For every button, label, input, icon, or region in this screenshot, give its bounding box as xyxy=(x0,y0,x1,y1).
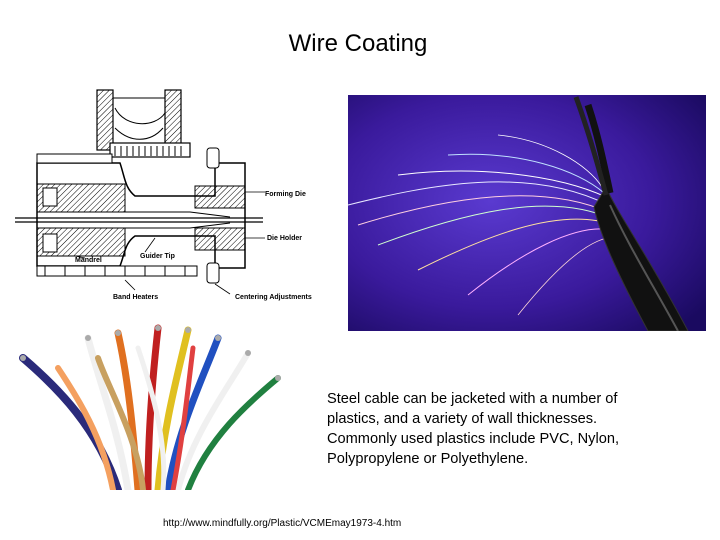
colored-wires-photo xyxy=(18,318,323,490)
source-link[interactable]: http://www.mindfully.org/Plastic/VCMEmay… xyxy=(163,518,402,529)
label-band-heaters: Band Heaters xyxy=(113,294,158,301)
label-centering-adjustments: Centering Adjustments xyxy=(235,294,312,301)
fiber-cable-photo xyxy=(348,95,706,331)
wire-coating-die-diagram: Forming Die Die Holder Mandrel Guider Ti… xyxy=(15,88,335,313)
label-mandrel: Mandrel xyxy=(75,257,102,264)
label-guider-tip: Guider Tip xyxy=(140,253,175,260)
body-paragraph: Steel cable can be jacketed with a numbe… xyxy=(327,391,619,467)
slide-title: Wire Coating xyxy=(288,30,428,57)
label-die-holder: Die Holder xyxy=(267,235,302,242)
label-forming-die: Forming Die xyxy=(265,191,306,198)
